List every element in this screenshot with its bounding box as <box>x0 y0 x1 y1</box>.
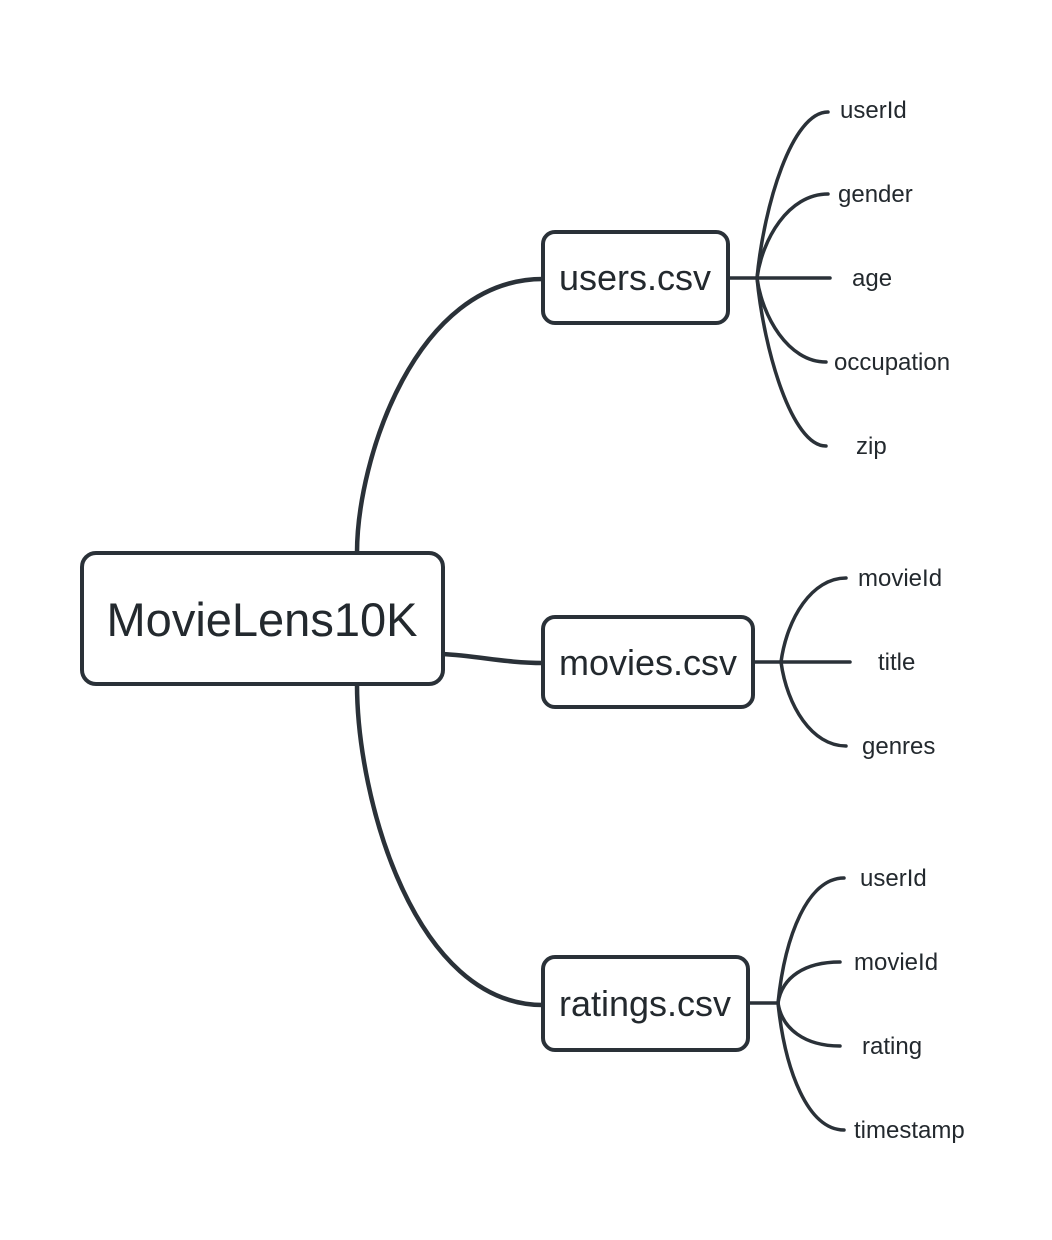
leaf-users-zip[interactable]: zip <box>856 433 887 460</box>
node-users-csv-label: users.csv <box>559 257 711 298</box>
node-movies-csv-box[interactable] <box>541 615 755 709</box>
leaf-ratings-timestamp[interactable]: timestamp <box>854 1117 965 1144</box>
leaf-users-userid[interactable]: userId <box>840 97 907 124</box>
node-movies-csv[interactable]: movies.csv <box>541 615 755 709</box>
leaf-movies-title[interactable]: title <box>878 649 915 676</box>
edge-ratings-userid <box>776 876 846 1005</box>
edge-movies-movieid <box>779 576 848 664</box>
edge-users-userid <box>755 110 830 280</box>
edge-root-ratings <box>354 681 546 1008</box>
edge-users-zip <box>755 276 828 448</box>
node-ratings-csv[interactable]: ratings.csv <box>541 955 750 1052</box>
node-ratings-csv-label: ratings.csv <box>559 983 731 1024</box>
node-ratings-csv-box[interactable] <box>541 955 750 1052</box>
node-root[interactable]: MovieLens10K <box>80 551 445 686</box>
edge-root-users <box>354 276 546 556</box>
edge-root-movies <box>439 651 546 666</box>
leaf-ratings-userid[interactable]: userId <box>860 865 927 892</box>
edge-movies-genres <box>779 660 848 748</box>
node-users-csv-box[interactable] <box>541 230 730 325</box>
leaf-users-gender[interactable]: gender <box>838 181 913 208</box>
node-root-label: MovieLens10K <box>107 593 418 646</box>
node-movies-csv-label: movies.csv <box>559 642 737 683</box>
leaf-movies-movieid[interactable]: movieId <box>858 565 942 592</box>
edge-ratings-rating <box>776 1001 842 1048</box>
leaf-ratings-rating[interactable]: rating <box>862 1033 922 1060</box>
node-root-box[interactable] <box>80 551 445 686</box>
leaf-users-age[interactable]: age <box>852 265 892 292</box>
edge-ratings-timestamp <box>776 1001 846 1132</box>
edge-users-gender <box>755 192 830 280</box>
leaf-ratings-movieid[interactable]: movieId <box>854 949 938 976</box>
node-users-csv[interactable]: users.csv <box>541 230 730 325</box>
leaf-users-occupation[interactable]: occupation <box>834 349 950 376</box>
leaf-movies-genres[interactable]: genres <box>862 733 935 760</box>
edge-ratings-movieid <box>776 960 842 1005</box>
